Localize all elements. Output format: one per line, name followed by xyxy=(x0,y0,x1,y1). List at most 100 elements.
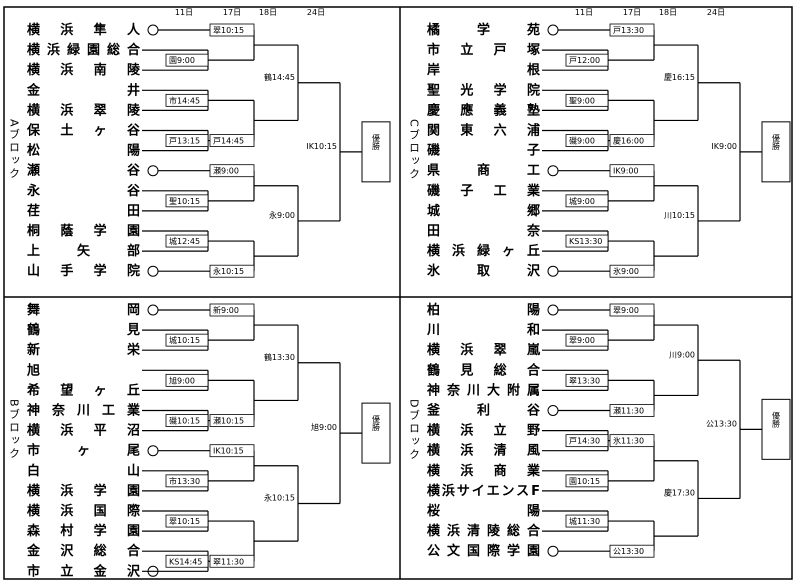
team-name: 聖光学院 xyxy=(427,82,540,98)
seed-marker xyxy=(547,24,559,36)
team-name: 横浜翠陵 xyxy=(27,102,141,118)
winner-label: 優勝 xyxy=(372,133,381,151)
match-time: 翠11:30 xyxy=(213,557,244,566)
time-box xyxy=(209,414,255,427)
team-name: 横浜翠嵐 xyxy=(427,342,541,358)
team-name: 横浜緑ヶ丘 xyxy=(427,243,540,259)
seed-marker xyxy=(147,445,159,457)
team-name: 神奈川大附属 xyxy=(427,382,540,398)
team-name: 荏田 xyxy=(27,203,140,219)
round-header: 17日 xyxy=(623,8,641,17)
seed-marker xyxy=(547,405,559,416)
team-name: 城郷 xyxy=(427,203,540,219)
time-box xyxy=(209,554,255,568)
seed-marker xyxy=(547,545,559,557)
team-name: 横浜国際 xyxy=(27,503,141,519)
block-Bブロック: Bブロック舞岡鶴見新栄旭希望ヶ丘神奈川工業横浜平沼市ヶ尾白山横浜学園横浜国際森村… xyxy=(8,302,391,579)
sheet-frame xyxy=(3,6,793,580)
match-time: 慶16:00 xyxy=(613,136,644,146)
team-name: 横浜商業 xyxy=(427,463,541,479)
team-name: 新栄 xyxy=(27,342,141,358)
match-time: 市14:45 xyxy=(169,95,200,105)
match-time: 城9:00 xyxy=(569,197,595,206)
team-name: 保土ヶ谷 xyxy=(26,123,141,139)
round-header: 24日 xyxy=(707,8,725,17)
team-name: 柏陽 xyxy=(427,302,540,318)
time-box xyxy=(609,544,655,558)
winner-box xyxy=(361,402,391,464)
match-time: 瀬10:15 xyxy=(213,416,244,426)
time-box xyxy=(609,404,655,417)
match-time: 鶴14:45 xyxy=(264,72,295,82)
match-time: KS13:30 xyxy=(569,237,602,246)
block-Aブロック: Aブロック横浜隼人横浜緑園総合横浜南陵金井横浜翠陵保土ヶ谷松陽瀬谷永谷荏田桐蔭学… xyxy=(8,22,391,279)
match-time: KS14:45 xyxy=(169,557,202,566)
block-Cブロック: Cブロック橘学苑市立戸塚岸根聖光学院慶應義塾関東六浦磯子県商工磯子工業城郷田奈横… xyxy=(408,22,791,279)
bracket-content: Aブロック横浜隼人横浜緑園総合横浜南陵金井横浜翠陵保土ヶ谷松陽瀬谷永谷荏田桐蔭学… xyxy=(8,22,791,579)
round-header: 18日 xyxy=(659,8,677,17)
team-name: 関東六浦 xyxy=(427,123,540,139)
time-box xyxy=(209,444,255,458)
team-name: 舞岡 xyxy=(26,302,140,318)
match-time: 磯9:00 xyxy=(569,136,595,146)
time-box xyxy=(209,164,255,178)
seed-marker xyxy=(147,165,159,177)
team-name: 釜利谷 xyxy=(426,403,541,419)
team-name: 横浜清風 xyxy=(427,443,540,459)
match-time: 新9:00 xyxy=(213,305,239,315)
match-time: 翠9:00 xyxy=(613,306,639,315)
match-time: 永9:00 xyxy=(269,210,295,220)
team-name: 氷取沢 xyxy=(427,263,541,279)
block-label: Dブロック xyxy=(408,399,421,461)
match-time: 公13:30 xyxy=(613,547,644,556)
match-time: 瀬11:30 xyxy=(613,406,644,416)
round-header: 17日 xyxy=(223,8,241,17)
winner-box xyxy=(761,121,791,183)
block-Dブロック: Dブロック柏陽川和横浜翠嵐鶴見総合神奈川大附属釜利谷横浜立野横浜清風横浜商業横浜… xyxy=(408,302,791,559)
match-time: 川9:00 xyxy=(669,350,695,359)
match-time: 磯10:15 xyxy=(169,416,200,426)
team-name: 市ヶ尾 xyxy=(27,443,140,459)
match-time: 聖9:00 xyxy=(569,96,595,105)
match-time: 聖10:15 xyxy=(169,197,200,206)
time-box xyxy=(209,134,255,147)
team-name: 川和 xyxy=(426,322,540,338)
team-name: 旭 xyxy=(26,362,40,378)
seed-marker xyxy=(147,265,159,277)
round-header: 18日 xyxy=(259,8,277,17)
final-time: 旭9:00 xyxy=(311,422,337,432)
match-time: 戸14:45 xyxy=(213,137,244,146)
match-time: 氷11:30 xyxy=(613,436,644,446)
round-header: 11日 xyxy=(175,8,193,17)
winner-box xyxy=(361,121,391,183)
round-header: 11日 xyxy=(575,8,593,17)
team-name: 県商工 xyxy=(427,163,540,179)
winner-label: 優勝 xyxy=(772,133,781,151)
match-time: 慶16:15 xyxy=(664,72,695,82)
final-time: IK9:00 xyxy=(711,142,737,151)
match-time: 瀬9:00 xyxy=(213,166,239,176)
match-time: 翠13:30 xyxy=(569,376,600,385)
winner-box xyxy=(761,398,791,460)
team-name: 鶴見総合 xyxy=(427,362,541,378)
team-name: 桐蔭学園 xyxy=(27,223,140,239)
team-name: 横浜緑園総合 xyxy=(27,42,141,58)
round-header: 24日 xyxy=(307,8,325,17)
match-time: 戸14:30 xyxy=(569,437,600,446)
time-box xyxy=(609,434,655,448)
match-time: 城10:15 xyxy=(169,336,200,345)
time-box xyxy=(609,303,655,317)
team-name: 山手学院 xyxy=(27,263,140,279)
team-name: 横浜平沼 xyxy=(27,423,140,439)
final-time: 公13:30 xyxy=(706,419,737,428)
time-box xyxy=(609,23,655,37)
match-time: 戸13:15 xyxy=(169,137,200,146)
match-time: 園9:00 xyxy=(169,56,195,65)
seed-marker xyxy=(147,24,159,36)
time-box xyxy=(209,303,255,317)
team-name: 慶應義塾 xyxy=(427,102,540,118)
block-label: Bブロック xyxy=(8,399,21,461)
match-time: 市13:30 xyxy=(169,476,200,486)
time-box xyxy=(209,264,255,278)
team-name: 岸根 xyxy=(427,62,541,78)
